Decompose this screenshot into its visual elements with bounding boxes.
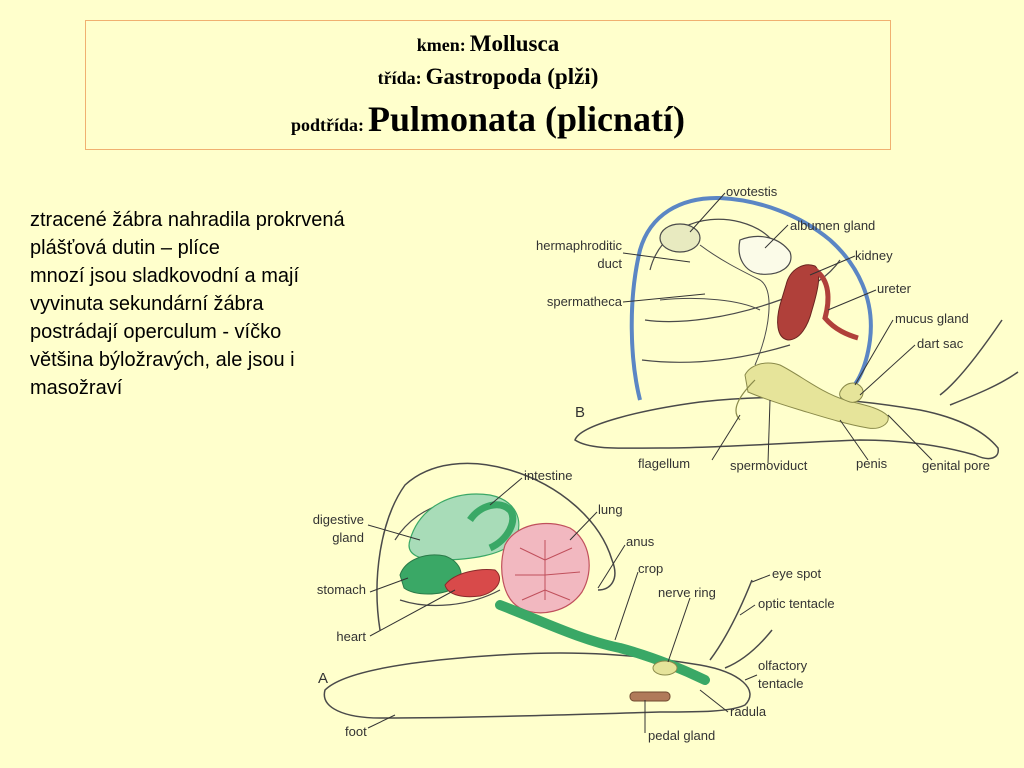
class-label: třída: [377,68,422,88]
label-hermaphroditic-duct-1: hermaphroditic [536,238,622,253]
ovotestis-shape [659,223,701,253]
subclass-label: podtřída: [290,115,364,135]
spermatheca-duct [659,297,761,311]
label-hermaphroditic-duct-2: duct [597,256,622,271]
snail-body-outline-a [323,652,751,719]
label-lung: lung [598,502,623,517]
tentacle-optic-a [709,579,753,661]
shell-outline-a [376,462,616,631]
label-digestive-gland-1: digestive [313,512,364,527]
label-mucus-gland: mucus gland [895,311,969,326]
label-dart-sac: dart sac [917,336,964,351]
shell-whorl-2-a [399,589,501,607]
label-ureter: ureter [877,281,912,296]
label-genital-pore: genital pore [922,458,990,473]
label-optic-tentacle: optic tentacle [758,596,835,611]
ureter-tube [813,267,859,341]
label-albumen-gland: albumen gland [790,218,875,233]
label-digestive-gland-2: gland [332,530,364,545]
phylum-label: kmen: [416,35,466,55]
label-olfactory-tentacle-2: tentacle [758,676,804,691]
tentacle-lower-b [949,371,1019,406]
tentacle-olfactory-a [724,629,773,669]
title-box: kmen: Mollusca třída: Gastropoda (plži) … [85,20,891,150]
description-line: ztracené žábra nahradila prokrvená [30,209,345,231]
label-ovotestis: ovotestis [726,184,778,199]
label-spermatheca: spermatheca [547,294,623,309]
label-nerve-ring: nerve ring [658,585,716,600]
crop-tube [495,600,710,685]
diagram-b-letter: B [575,404,585,421]
shell-whorl-3-b [641,344,791,363]
title-line-subclass: podtřída: Pulmonata (plicnatí) [86,98,890,140]
spermoviduct-shape [744,362,889,429]
subclass-value: Pulmonata (plicnatí) [368,99,686,139]
hermaphroditic-duct-line [699,244,770,366]
pedal-gland-shape [629,691,671,702]
phylum-value: Mollusca [469,31,560,56]
description-line: masožraví [30,377,123,399]
tentacle-upper-b [939,319,1003,396]
label-olfactory-tentacle-1: olfactory [758,658,808,673]
label-kidney: kidney [855,248,893,263]
mucus-gland-shape [839,382,864,403]
lung-vessels [515,540,581,601]
class-value: Gastropoda (plži) [425,64,599,89]
label-penis: penis [856,456,888,471]
label-anus: anus [626,534,655,549]
label-radula: radula [730,704,767,719]
diagram-a-letter: A [318,670,328,687]
heart-shape [444,569,500,598]
label-flagellum: flagellum [638,456,690,471]
label-stomach: stomach [317,582,366,597]
description-line: postrádají operculum - víčko [30,321,282,343]
description-text: ztracené žábra nahradila prokrvená plášť… [30,206,500,402]
label-foot: foot [345,724,367,739]
shell-outline-b [629,195,873,402]
description-line: většina býložravých, ale jsou i [30,349,295,371]
label-intestine: intestine [524,468,572,483]
albumen-gland-shape [738,235,792,275]
label-crop: crop [638,561,663,576]
label-spermoviduct: spermoviduct [730,458,808,473]
snail-body-outline-b [574,396,999,460]
description-line: mnozí jsou sladkovodní a mají [30,265,300,287]
shell-whorl-2-b [644,259,841,323]
kidney-shape [777,264,820,341]
description-line: plášťová dutin – plíce [30,237,220,259]
intestine-tube [467,501,517,552]
diagram-b: B ovotestis albumen gland hermaphroditic… [536,184,1019,473]
label-heart: heart [336,629,366,644]
description-line: vyvinuta sekundární žábra [30,293,264,315]
label-pedal-gland: pedal gland [648,728,715,743]
title-line-class: třída: Gastropoda (plži) [86,64,890,90]
title-line-phylum: kmen: Mollusca [86,31,890,57]
nerve-ring-shape [652,660,678,676]
label-eye-spot: eye spot [772,566,822,581]
diagram-a: A intestine lung digestive gland anus cr… [313,462,835,743]
